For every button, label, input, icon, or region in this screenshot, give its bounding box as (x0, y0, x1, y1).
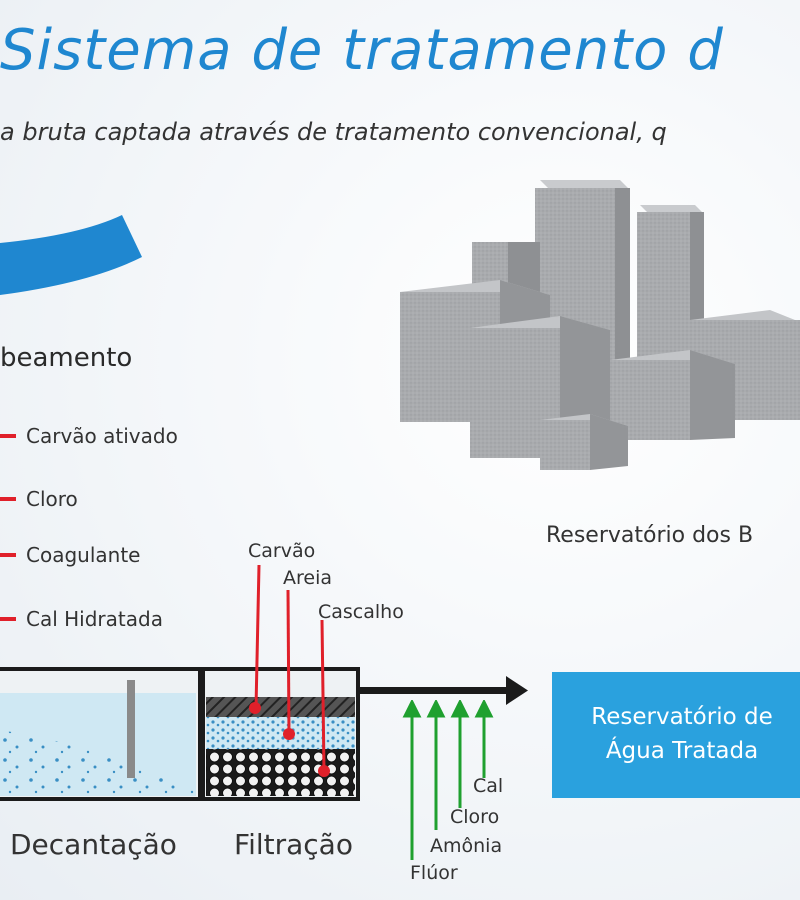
right-arrow-icon (358, 676, 528, 705)
chemical-label: Cloro (26, 487, 78, 511)
additive-label-cloro: Cloro (450, 806, 500, 828)
red-marker-icon (0, 434, 16, 438)
additive-arrows (402, 700, 494, 860)
treatment-tanks (0, 564, 360, 801)
media-label-cascalho: Cascalho (318, 601, 404, 623)
neighborhood-reservoir-label: Reservatório dos B (546, 523, 754, 548)
stage-label-decantacao: Decantação (10, 828, 177, 861)
media-label-areia: Areia (283, 567, 333, 589)
chemical-label: Cal Hidratada (26, 607, 163, 631)
pipe-arc-icon (0, 215, 142, 295)
stage-label-filtracao: Filtração (234, 828, 353, 861)
additive-label-cal: Cal (473, 775, 504, 797)
media-label-carvao: Carvão (248, 540, 316, 562)
city-buildings-icon (400, 180, 800, 470)
pumping-section-label: beamento (0, 343, 133, 373)
treated-reservoir-line2: Água Tratada (605, 738, 759, 764)
chemical-label: Carvão ativado (26, 424, 178, 448)
additive-label-amonia: Amônia (430, 835, 503, 857)
red-marker-icon (0, 553, 16, 557)
chemical-coagulante: Coagulante (0, 543, 140, 567)
chemical-cal-hidratada: Cal Hidratada (0, 607, 163, 631)
page-title: Sistema de tratamento d (0, 18, 724, 83)
treated-reservoir-line1: Reservatório de (591, 704, 773, 730)
chemical-carvao-ativado: Carvão ativado (0, 424, 178, 448)
treated-water-reservoir-box: Reservatório de Água Tratada (552, 672, 800, 798)
chemical-label: Coagulante (26, 543, 141, 567)
red-marker-icon (0, 497, 16, 501)
page-subtitle: a bruta captada através de tratamento co… (0, 118, 667, 146)
chemical-cloro: Cloro (0, 487, 78, 511)
red-marker-icon (0, 617, 16, 621)
additive-label-fluor: Flúor (410, 862, 458, 884)
